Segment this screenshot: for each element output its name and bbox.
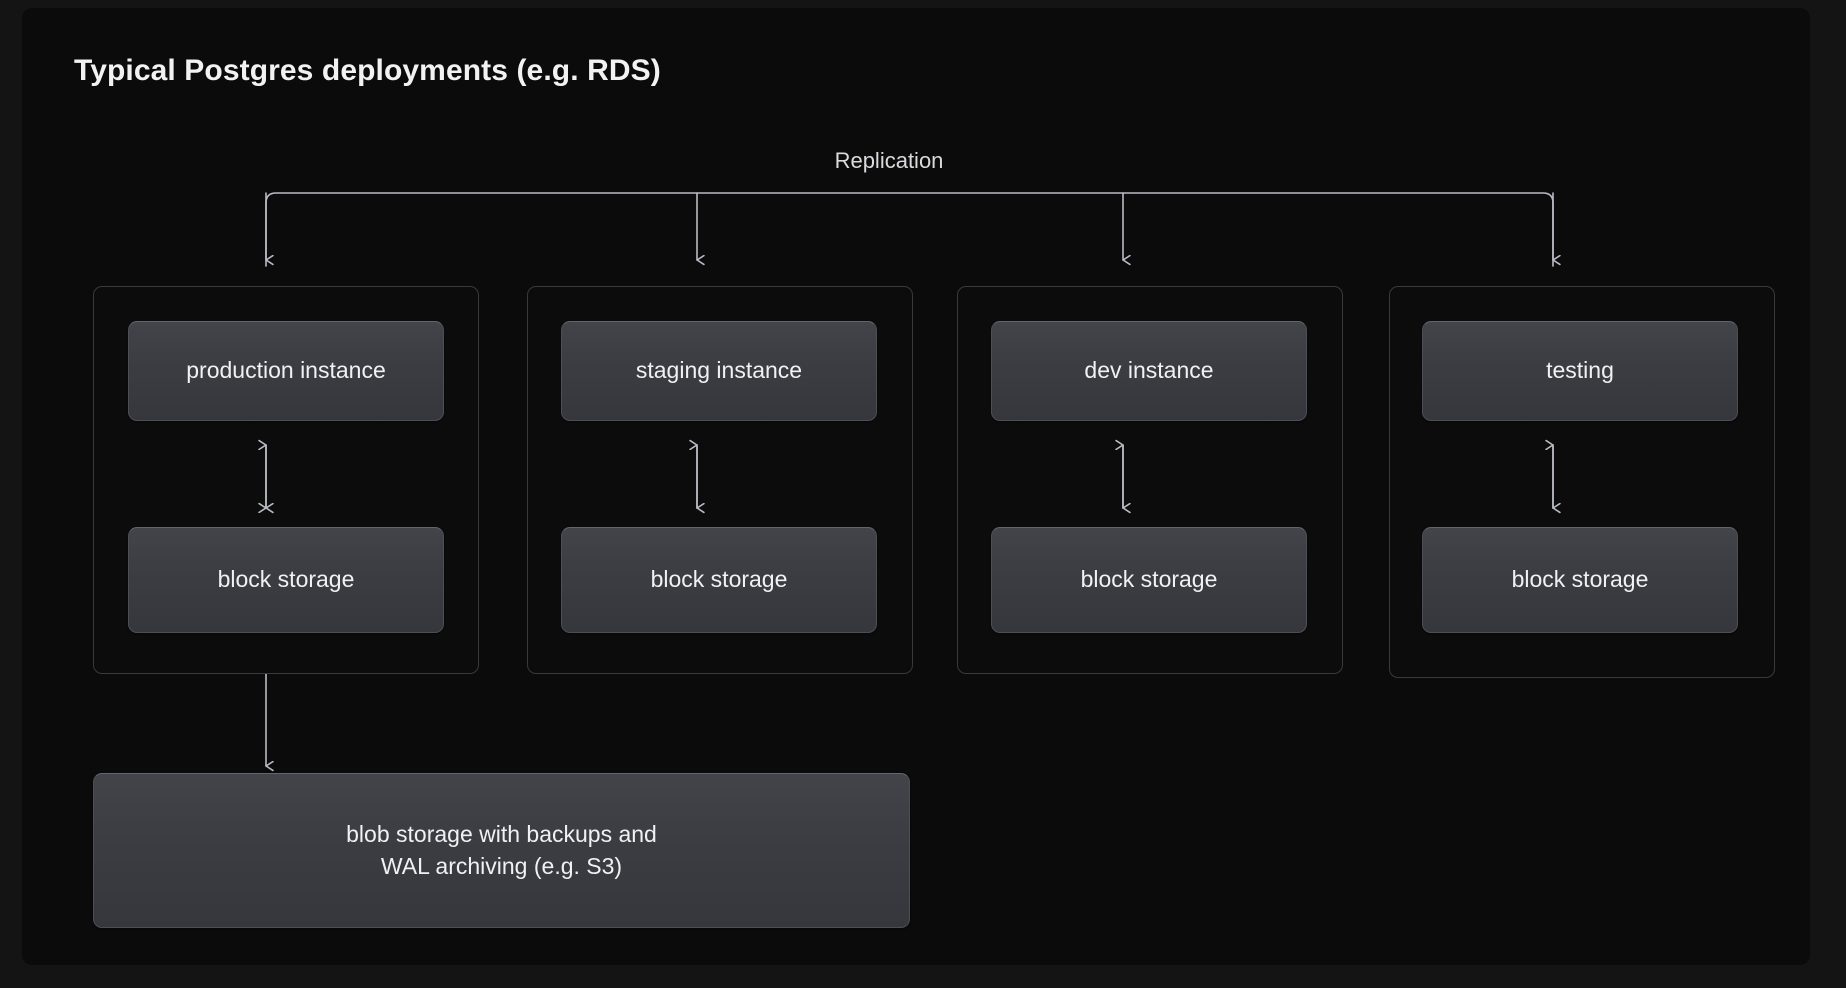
- deployment-group-dev: [957, 286, 1343, 674]
- deployment-group-testing: [1389, 286, 1775, 678]
- node-production-block-storage-label: block storage: [217, 566, 355, 593]
- node-dev-instance[interactable]: dev instance: [991, 321, 1307, 421]
- page-title: Typical Postgres deployments (e.g. RDS): [74, 54, 661, 87]
- node-production-block-storage[interactable]: block storage: [128, 527, 444, 633]
- node-blob-storage-label-line2: WAL archiving (e.g. S3): [380, 852, 623, 879]
- node-dev-instance-label: dev instance: [1084, 357, 1214, 384]
- node-staging-instance[interactable]: staging instance: [561, 321, 877, 421]
- node-blob-storage[interactable]: blob storage with backups and WAL archiv…: [93, 773, 910, 928]
- node-staging-instance-label: staging instance: [635, 357, 803, 384]
- node-staging-block-storage-label: block storage: [650, 566, 788, 593]
- node-testing-block-storage-label: block storage: [1511, 566, 1649, 593]
- replication-bus-icon: [265, 192, 1553, 267]
- node-blob-storage-label-line1: blob storage with backups and: [346, 821, 657, 848]
- replication-label: Replication: [22, 148, 1810, 174]
- node-testing-block-storage[interactable]: block storage: [1422, 527, 1738, 633]
- node-testing-instance-label: testing: [1546, 357, 1614, 384]
- deployment-group-production: [93, 286, 479, 674]
- node-dev-block-storage-label: block storage: [1080, 566, 1218, 593]
- replication-label-text: Replication: [834, 148, 944, 173]
- node-staging-block-storage[interactable]: block storage: [561, 527, 877, 633]
- node-dev-block-storage[interactable]: block storage: [991, 527, 1307, 633]
- node-testing-instance[interactable]: testing: [1422, 321, 1738, 421]
- node-production-instance[interactable]: production instance: [128, 321, 444, 421]
- node-production-instance-label: production instance: [186, 357, 386, 384]
- deployment-group-staging: [527, 286, 913, 674]
- diagram-panel: Typical Postgres deployments (e.g. RDS) …: [22, 8, 1810, 965]
